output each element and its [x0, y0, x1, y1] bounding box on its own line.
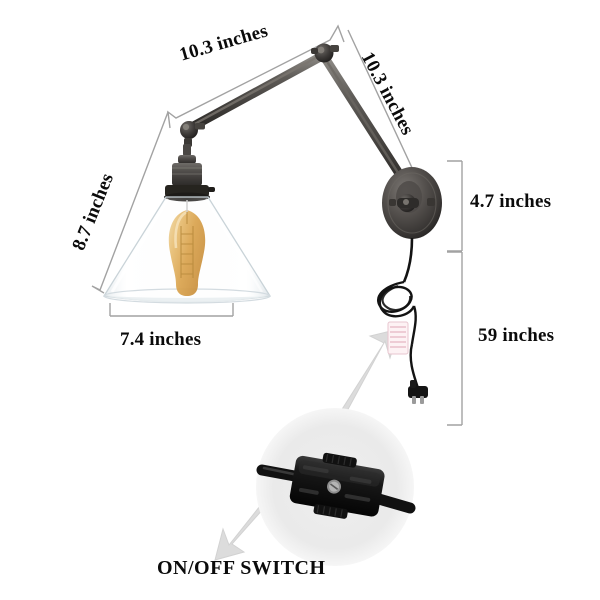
callout-label-switch: ON/OFF SWITCH [157, 557, 326, 579]
elbow-joint [311, 43, 339, 63]
lamp-assembly [102, 43, 442, 304]
dimension-lines [91, 24, 463, 426]
socket-fitter [164, 144, 215, 202]
dimension-label-backplate: 4.7 inches [470, 191, 552, 212]
power-plug [408, 380, 428, 404]
edison-bulb [168, 200, 206, 296]
power-cord [377, 237, 420, 389]
dimension-label-shade-width: 7.4 inches [120, 329, 202, 350]
wall-backplate [382, 167, 442, 239]
dimension-label-cord-length: 59 inches [478, 325, 555, 346]
upper-arm-rod [185, 51, 327, 133]
warning-tag [387, 321, 409, 355]
shade-knuckle-joint [180, 121, 205, 147]
lower-arm-rod [320, 53, 414, 194]
inline-switch-detail [256, 452, 416, 519]
